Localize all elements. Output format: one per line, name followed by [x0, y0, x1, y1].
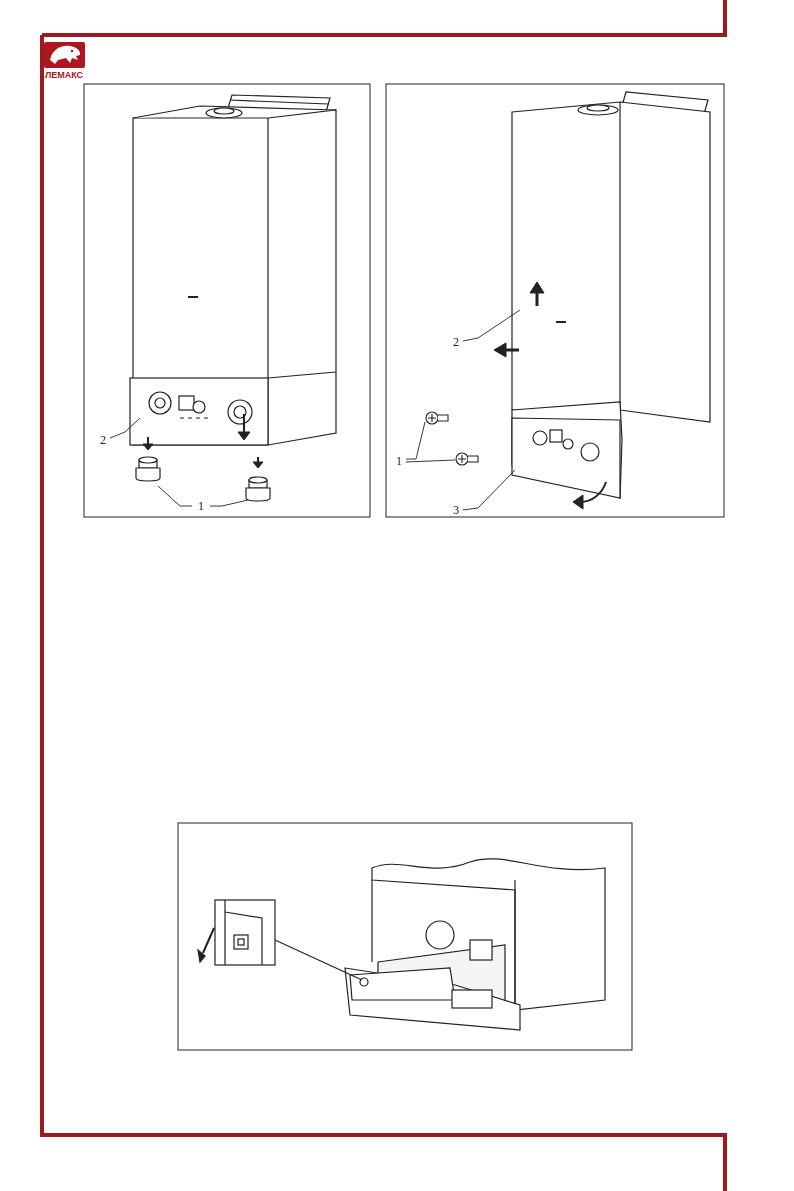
boiler-front-view: [130, 95, 336, 496]
motion-arrows: [143, 410, 263, 468]
callout-number: 2: [100, 434, 106, 446]
figure-frames: [84, 84, 724, 1050]
detail-inset: [198, 900, 362, 980]
brand-logo: [44, 42, 85, 68]
callout-number: 1: [396, 455, 402, 467]
page-frame: [42, 0, 725, 1191]
leader-lines: [110, 418, 248, 506]
boiler-cover-removal: [512, 92, 710, 498]
cap-nuts: [136, 457, 270, 501]
boiler-panel-open: [345, 859, 605, 1030]
leader-lines: [406, 310, 520, 510]
screws: [426, 412, 478, 465]
callout-number: 1: [198, 500, 204, 512]
callout-number: 2: [453, 336, 459, 348]
brand-name: ЛЕМАКС: [45, 71, 83, 80]
callout-number: 3: [453, 504, 459, 516]
